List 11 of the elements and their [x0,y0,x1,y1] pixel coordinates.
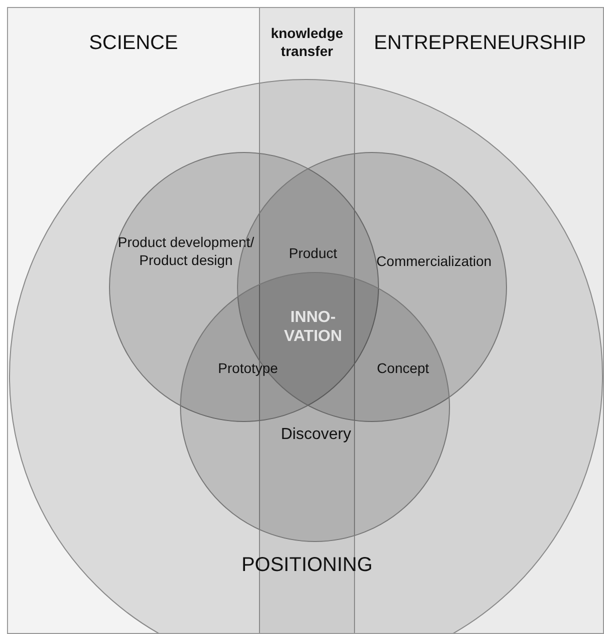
circle-label: Commercialization [376,253,492,269]
overlap-label: INNO- VATION [284,309,342,345]
band-title: ENTREPRENEURSHIP [374,32,586,54]
band-title: SCIENCE [89,32,178,54]
circle-label: Product development/ Product design [118,234,254,268]
circle-label: Discovery [280,426,352,443]
band-title: knowledge transfer [270,25,344,59]
overlap-label: Product [288,245,338,261]
circle-label: POSITIONING [241,554,373,576]
overlap-label: Prototype [218,360,278,376]
overlap-label: Concept [376,360,430,376]
